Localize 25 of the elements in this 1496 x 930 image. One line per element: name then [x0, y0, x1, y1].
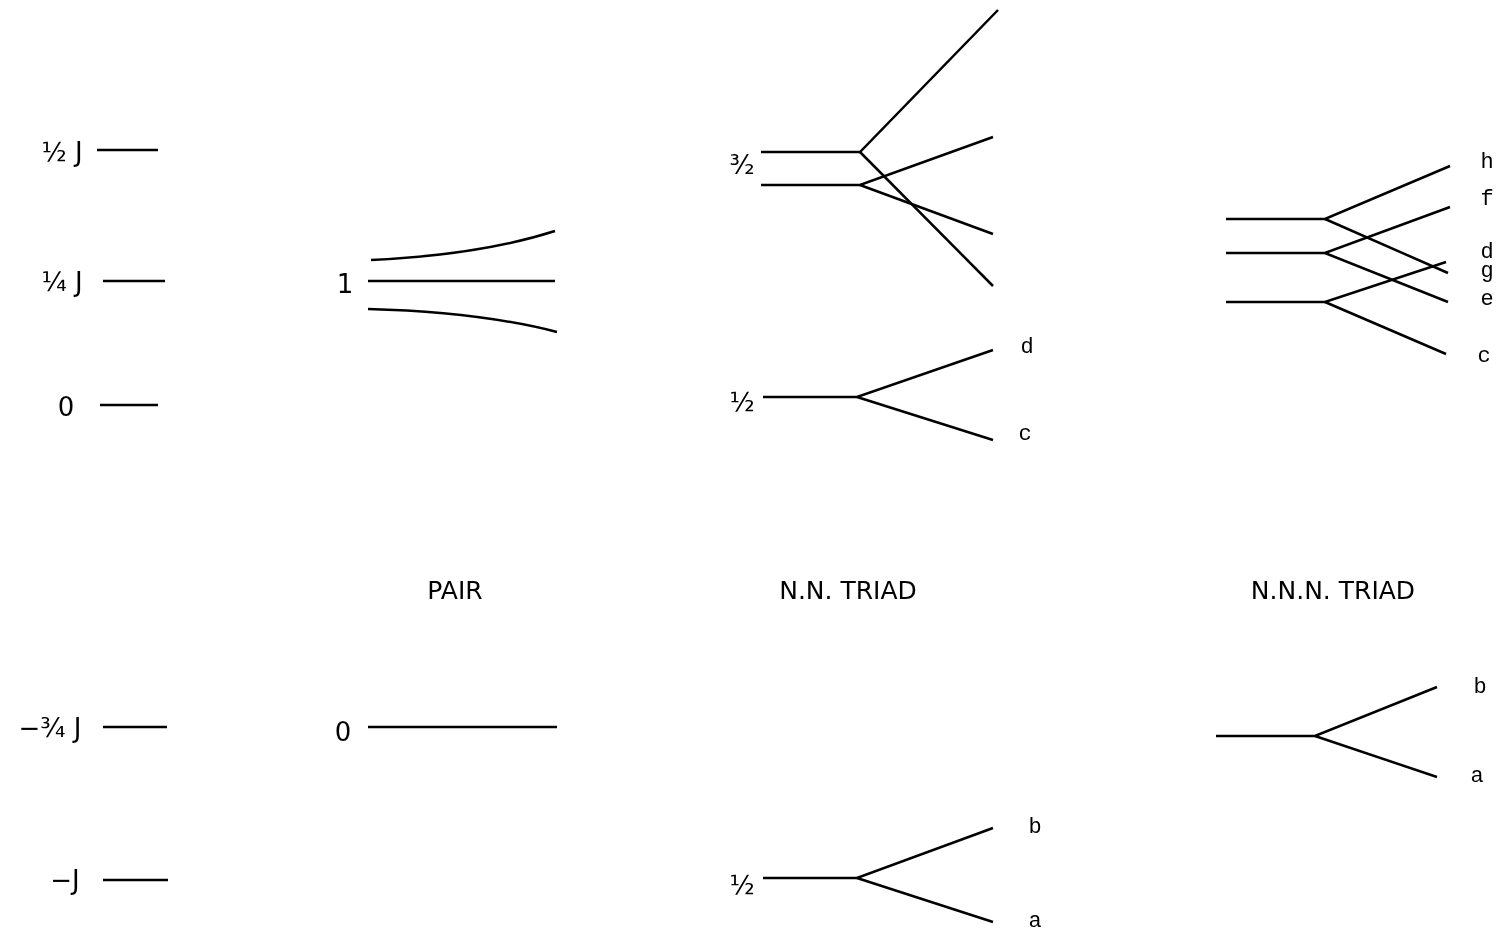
diagram-heading: N.N. TRIAD — [779, 577, 917, 603]
level-label: 0 — [334, 719, 352, 745]
level-label: 0 — [57, 394, 75, 420]
level-label: ³⁄₂ — [729, 152, 755, 178]
level-letter: b — [1473, 677, 1487, 699]
level-label: −J — [50, 867, 80, 893]
level-label: 1 — [336, 271, 354, 297]
level-letter: e — [1480, 289, 1494, 311]
level-letter: f — [1480, 189, 1494, 211]
level-letter: c — [1477, 346, 1491, 368]
level-letter: d — [1480, 242, 1494, 264]
diagram-heading: PAIR — [427, 577, 483, 603]
level-label: ½ — [729, 872, 755, 898]
level-label: ¼ J — [41, 269, 83, 295]
level-letter: a — [1470, 766, 1484, 788]
level-letter: b — [1028, 817, 1042, 839]
level-letter: a — [1028, 911, 1042, 930]
level-label: −¾ J — [18, 715, 82, 741]
level-label: ½ — [729, 389, 755, 415]
level-label: ½ J — [41, 139, 83, 165]
level-letter: g — [1480, 261, 1494, 283]
level-letter: d — [1020, 337, 1034, 359]
level-letter: c — [1018, 424, 1032, 446]
level-letter: h — [1480, 152, 1494, 174]
diagram-heading: N.N.N. TRIAD — [1250, 577, 1416, 603]
